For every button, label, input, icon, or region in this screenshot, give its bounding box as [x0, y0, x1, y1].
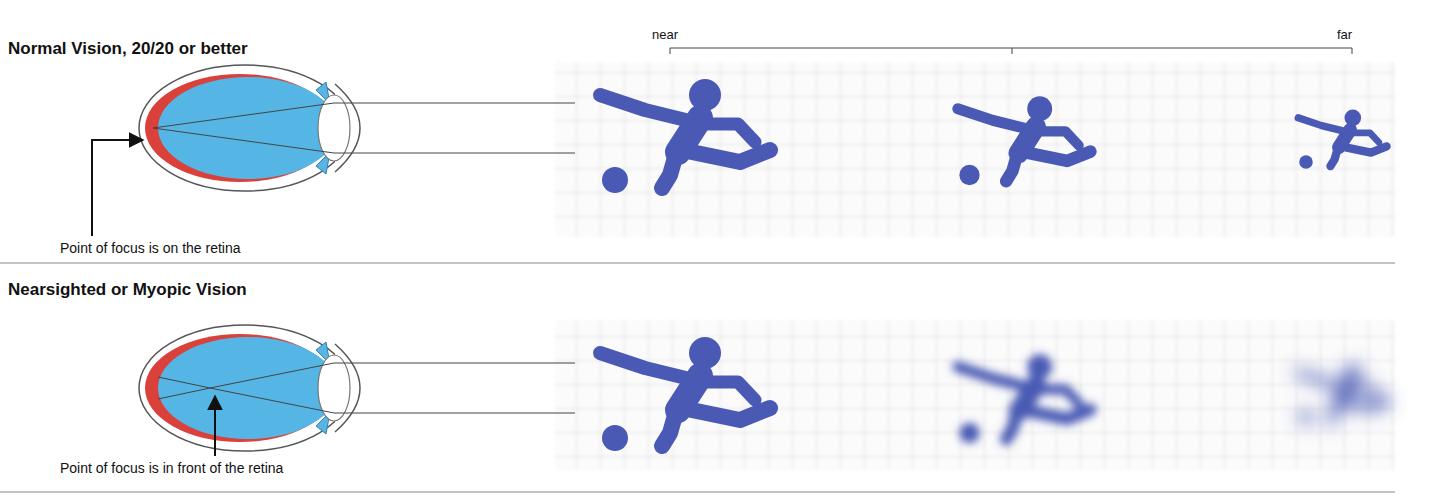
distance-scale	[670, 48, 1352, 54]
separator-line	[0, 263, 1395, 264]
pointer-arrow	[92, 140, 143, 236]
section-heading: Normal Vision, 20/20 or better	[8, 39, 248, 59]
section-heading: Nearsighted or Myopic Vision	[8, 280, 247, 300]
player-figure	[958, 96, 1091, 185]
eye-cross-section	[139, 65, 360, 191]
blurred-player	[1298, 364, 1386, 423]
pointer-label: Point of focus is on the retina	[60, 240, 241, 257]
light-ray	[153, 103, 575, 413]
pointer-arrow	[214, 396, 216, 456]
separator-line	[0, 492, 1395, 493]
background-grid	[555, 62, 1395, 237]
background-grid	[555, 320, 1395, 470]
blurred-player	[958, 354, 1091, 443]
scale-label: near	[652, 27, 678, 43]
player-figure	[600, 337, 770, 451]
player-figure	[600, 79, 770, 193]
pointer-label: Point of focus is in front of the retina	[60, 460, 283, 477]
player-figure	[1298, 109, 1386, 168]
scale-label: far	[1337, 27, 1352, 43]
eye-cross-section	[139, 325, 360, 451]
